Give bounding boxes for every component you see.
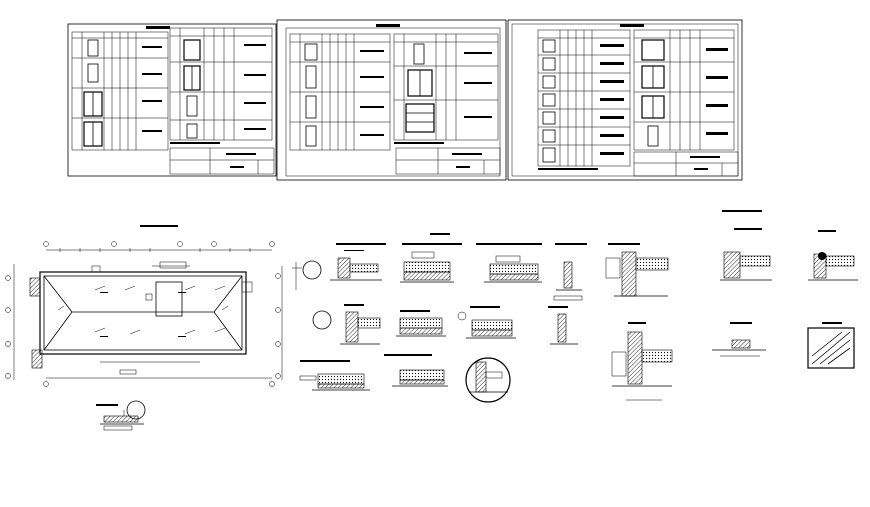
door-icon — [87, 63, 99, 83]
door-icon — [183, 39, 201, 61]
door-schedule-table-right — [169, 27, 273, 141]
window-schedule-table-left — [537, 29, 631, 167]
dimension-ticks — [59, 248, 251, 252]
title-block — [633, 151, 739, 177]
door-icon — [413, 43, 425, 65]
section-details — [292, 210, 858, 403]
window-icon — [542, 93, 556, 107]
title-block — [169, 147, 275, 175]
slope-arrows — [57, 285, 229, 337]
door-icon — [305, 95, 317, 119]
detail-13 — [712, 322, 766, 357]
window-icon — [542, 147, 556, 163]
title-block — [395, 147, 501, 175]
door-icon — [186, 95, 198, 117]
window-icon — [542, 57, 556, 71]
detail-5 — [605, 243, 669, 297]
stair-right — [241, 281, 253, 293]
door-schedule-table-left — [71, 26, 170, 151]
door-icon — [305, 125, 317, 147]
detail-8 — [312, 304, 381, 345]
door-icon — [87, 39, 99, 57]
detail-7 — [808, 230, 858, 281]
door-icon — [304, 43, 318, 61]
window-icon — [542, 75, 556, 89]
door-icon — [305, 65, 317, 89]
detail-3 — [476, 243, 542, 283]
stair-left-top — [29, 277, 41, 297]
window-icon — [647, 125, 659, 147]
grid-bubbles — [5, 241, 281, 387]
window-icon — [542, 111, 556, 125]
door-icon — [186, 123, 198, 139]
roof-opening — [155, 281, 183, 317]
detail-6 — [720, 210, 772, 281]
detail-1 — [292, 243, 386, 290]
door-schedule-table-left — [289, 33, 391, 151]
detail-14 — [807, 322, 855, 369]
detail-4 — [553, 243, 587, 301]
schedule-sheet-1 — [67, 23, 277, 177]
door-schedule-table-right — [393, 33, 499, 141]
detail-16 — [384, 354, 448, 387]
eave-detail — [96, 400, 146, 431]
schedule-sheet-2 — [276, 19, 507, 181]
roof-plan — [5, 225, 283, 387]
detail-17 — [465, 357, 511, 403]
stair-left-bottom — [31, 349, 43, 369]
window-icon — [542, 129, 556, 143]
detail-2 — [400, 243, 462, 283]
window-icon — [641, 39, 665, 61]
detail-10 — [457, 306, 516, 339]
window-icon — [542, 39, 556, 53]
garage-door-icon — [405, 103, 435, 133]
detail-11 — [548, 306, 578, 345]
window-schedule-table-right — [633, 29, 735, 151]
detail-9 — [396, 310, 446, 337]
detail-15 — [299, 360, 370, 391]
detail-12 — [611, 322, 673, 401]
schedule-sheet-3 — [507, 19, 743, 181]
